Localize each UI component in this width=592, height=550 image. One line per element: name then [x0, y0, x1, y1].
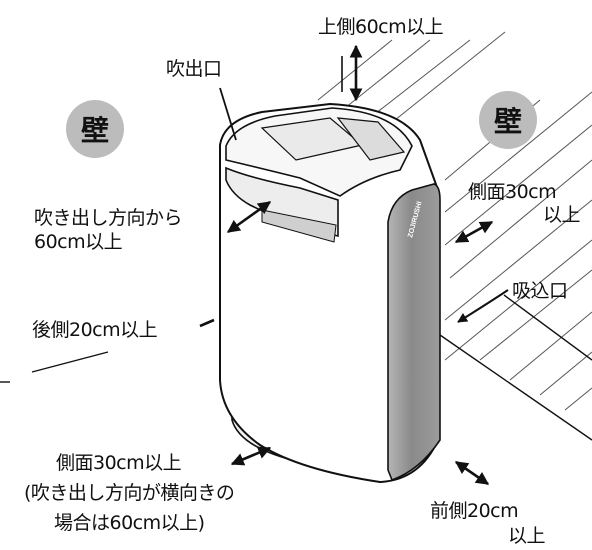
- back-clearance-label: 後側20cm以上: [32, 319, 158, 341]
- front-clearance-label-1: 前側20cm: [430, 500, 519, 522]
- arrow-intake: [457, 289, 509, 323]
- arrow-side-right: [454, 220, 494, 244]
- left-wall-edge: [31, 351, 109, 373]
- arrow-blow: [226, 200, 272, 234]
- arrow-back: [199, 318, 215, 328]
- arrow-front: [454, 460, 490, 486]
- top-clearance-label: 上側60cm以上: [318, 16, 444, 38]
- outlet-leader: [219, 87, 237, 141]
- side-bottom-label-2: (吹き出し方向が横向きの: [24, 482, 235, 504]
- front-clearance-label-2: 以上: [508, 525, 546, 547]
- left-wall-label: 壁: [80, 114, 109, 147]
- wall-floor-edge: [439, 294, 592, 441]
- left-wall-badge: 壁: [66, 100, 124, 158]
- clearance-arrows: [199, 44, 494, 486]
- side-bottom-label-3: 場合は60cm以上): [54, 512, 205, 534]
- side-right-label-1: 側面30cm: [468, 181, 557, 203]
- right-wall-badge: 壁: [479, 91, 537, 149]
- blow-direction-label-2: 60cm以上: [34, 231, 123, 253]
- intake-label: 吸込口: [512, 280, 568, 302]
- top-panel-right: [336, 117, 406, 161]
- blow-direction-label-1: 吹き出し方向から: [34, 207, 183, 229]
- right-wall-label: 壁: [493, 105, 522, 138]
- arrow-side-bottom: [230, 446, 272, 466]
- outlet-label: 吹出口: [166, 58, 222, 80]
- side-bottom-label-1: 側面30cm以上: [56, 452, 182, 474]
- side-right-label-2: 以上: [543, 204, 581, 226]
- unit-side-panel: [387, 183, 441, 482]
